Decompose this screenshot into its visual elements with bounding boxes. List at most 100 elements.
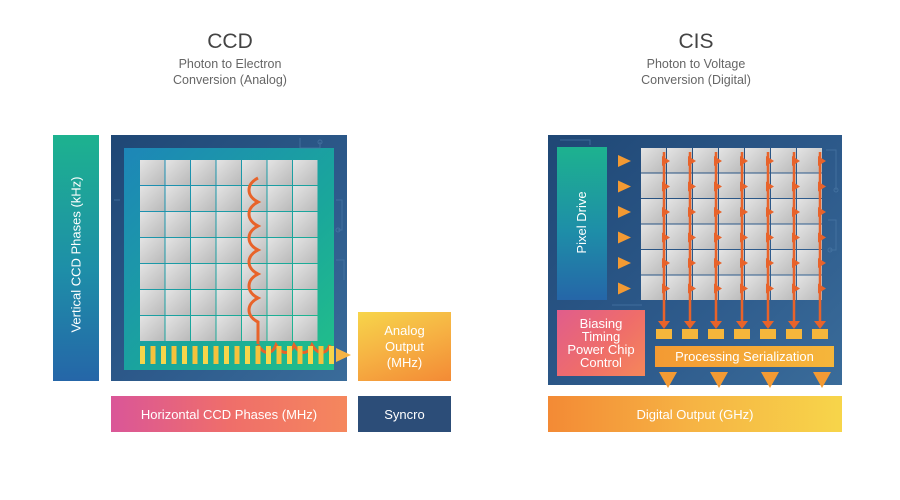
row-drive-arrow <box>618 155 631 167</box>
cis-pixel <box>641 199 666 224</box>
digital-output-arrow <box>761 372 779 388</box>
column-arrowhead <box>814 321 826 329</box>
ccd-pixel <box>216 316 241 341</box>
row-drive-arrow <box>618 257 631 269</box>
ccd-register-cell <box>150 346 156 364</box>
cis-subtitle-line2: Conversion (Digital) <box>641 73 751 87</box>
cis-title: CIS <box>678 30 714 53</box>
row-drive-arrow <box>618 231 631 244</box>
column-amp <box>812 329 828 339</box>
ccd-register-cell <box>245 346 250 364</box>
digital-output-bar: Digital Output (GHz) <box>548 396 842 432</box>
ccd-register-cell <box>255 346 261 364</box>
ccd-pixel <box>293 290 318 315</box>
ccd-register-cell <box>161 346 166 364</box>
ccd-pixel <box>165 238 190 263</box>
ccd-register-cell <box>192 346 198 364</box>
ccd-pixel <box>140 160 165 185</box>
ccd-pixel <box>140 264 165 289</box>
cis-pixel <box>745 173 770 198</box>
column-arrowhead <box>762 321 774 329</box>
ccd-subtitle: Photon to Electron Conversion (Analog) <box>80 56 380 88</box>
cis-pixel <box>797 173 822 198</box>
cis-pixel <box>797 224 822 249</box>
row-drive-arrow <box>618 206 631 218</box>
column-amp <box>682 329 698 339</box>
ccd-pixel <box>293 212 318 237</box>
cis-pixel <box>641 224 666 249</box>
ccd-pixel <box>267 316 292 341</box>
cis-pixel <box>693 250 718 275</box>
ccd-pixel <box>216 290 241 315</box>
ccd-pixel <box>191 290 216 315</box>
analog-output-line2: Output <box>384 338 425 354</box>
column-arrowhead <box>684 321 696 329</box>
control-line1: Biasing <box>579 316 623 331</box>
ccd-vertical-transfer-path <box>247 176 262 344</box>
cis-pixel <box>693 173 718 198</box>
ccd-subtitle-line2: Conversion (Analog) <box>173 73 287 87</box>
cis-pixel <box>667 224 692 249</box>
cis-pixel <box>693 148 718 173</box>
cis-pixel <box>667 173 692 198</box>
ccd-pixel <box>191 264 216 289</box>
processing-serialization-bar: Processing Serialization <box>655 346 834 367</box>
cis-pixel <box>693 199 718 224</box>
ccd-register-cell <box>318 346 324 364</box>
ccd-register-cell <box>182 346 187 364</box>
cis-pixel <box>797 275 822 300</box>
cis-column-readouts <box>656 152 828 339</box>
ccd-register-cell <box>308 346 313 364</box>
cis-pixel <box>641 148 666 173</box>
cis-pixel <box>771 199 796 224</box>
column-arrowhead <box>658 321 670 329</box>
ccd-circuit-traces <box>114 138 345 280</box>
cis-pixel <box>667 250 692 275</box>
column-arrowhead <box>710 321 722 329</box>
cis-pixel <box>667 199 692 224</box>
digital-output-arrow <box>813 372 831 388</box>
control-line3: Power Chip <box>567 342 635 357</box>
cis-pixel <box>771 275 796 300</box>
ccd-pixel <box>242 290 267 315</box>
cis-pixel <box>771 173 796 198</box>
ccd-pixel <box>140 186 165 211</box>
ccd-pixel <box>165 212 190 237</box>
cis-pixel <box>719 199 744 224</box>
cis-pixel <box>797 199 822 224</box>
cis-pixel <box>745 250 770 275</box>
ccd-pixel <box>267 264 292 289</box>
ccd-pixel <box>293 238 318 263</box>
cis-pixel <box>693 275 718 300</box>
syncro-label: Syncro <box>384 406 425 422</box>
processing-serialization-label: Processing Serialization <box>675 349 814 364</box>
cis-pixel <box>745 224 770 249</box>
ccd-pixel <box>267 160 292 185</box>
ccd-pixel <box>191 186 216 211</box>
ccd-pixel <box>165 186 190 211</box>
ccd-pixel <box>293 186 318 211</box>
cis-pixel <box>745 275 770 300</box>
horizontal-ccd-phases-bar: Horizontal CCD Phases (MHz) <box>111 396 347 432</box>
ccd-pixel <box>191 212 216 237</box>
ccd-register-cell <box>266 346 271 364</box>
ccd-register-cell <box>224 346 229 364</box>
ccd-output-arrow <box>336 348 351 362</box>
ccd-pixel <box>216 264 241 289</box>
column-arrowhead <box>788 321 800 329</box>
cis-pixel <box>641 275 666 300</box>
digital-output-label: Digital Output (GHz) <box>636 406 754 422</box>
cis-pixel <box>771 250 796 275</box>
ccd-pixel <box>216 212 241 237</box>
control-line4: Control <box>580 355 622 370</box>
cis-subtitle: Photon to Voltage Conversion (Digital) <box>546 56 846 88</box>
ccd-pixel <box>293 264 318 289</box>
cis-subtitle-line1: Photon to Voltage <box>646 57 746 71</box>
column-arrowhead <box>736 321 748 329</box>
ccd-pixel <box>191 160 216 185</box>
ccd-pixel-grid <box>140 160 318 341</box>
cis-output-arrows <box>659 372 831 388</box>
ccd-register-cell <box>234 346 240 364</box>
ccd-pixel <box>140 316 165 341</box>
